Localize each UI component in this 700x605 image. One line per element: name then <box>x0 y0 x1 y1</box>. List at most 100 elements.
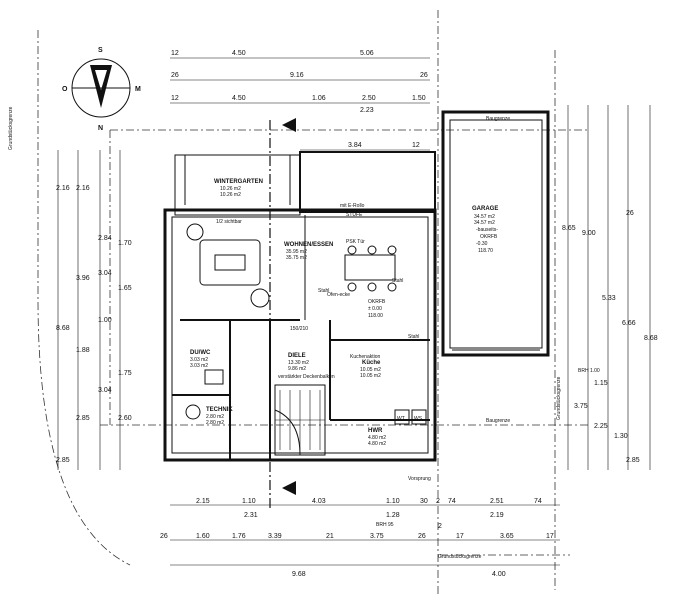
kueche-area-1: 10.05 m2 <box>360 367 381 373</box>
stahl-label-1: Stahl <box>408 334 419 340</box>
stahl-label-2: Stahl <box>392 278 403 284</box>
vorsprung-label: Vorsprung <box>408 476 431 482</box>
wohnen-name: WOHNEN/ESSEN <box>284 242 333 248</box>
ofen-box-label: 150/210 <box>290 326 308 332</box>
left-dim-12: 8.68 <box>56 325 70 332</box>
compass-south: S <box>98 47 103 54</box>
garage-nn: 118.70 <box>478 248 493 254</box>
left-dim-11: 2.85 <box>76 415 90 422</box>
top-dim-3-sub: 2.23 <box>360 107 374 114</box>
wohnen-area-1: 35.95 m2 <box>286 249 307 255</box>
bottom-dim-row2-4: 3.39 <box>268 533 282 540</box>
top-dim-1a: 12 <box>171 50 179 57</box>
hwr-area-2: 4.80 m2 <box>368 441 386 447</box>
dusche-area-2: 3.03 m2 <box>190 363 208 369</box>
compass-east: M <box>135 86 141 93</box>
staircase <box>274 384 326 456</box>
right-dim-11: 26 <box>626 210 634 217</box>
bottom-dim-4: 1.10 <box>386 498 400 505</box>
left-dim-6: 1.00 <box>98 317 112 324</box>
compass-west: O <box>62 86 68 93</box>
top-dim-2a: 26 <box>171 72 179 79</box>
wt-label: WT <box>397 416 405 422</box>
bottom-dim-row2-sub: 2 <box>438 523 442 530</box>
bottom-total-left: 9.68 <box>292 571 306 578</box>
bottom-dim-sub-1: 2.31 <box>244 512 258 519</box>
garage-level: -0.30 <box>476 241 488 247</box>
wintergarten-area-1: 10.26 m2 <box>220 186 241 192</box>
left-dim-3: 2.84 <box>98 235 112 242</box>
top-dim-3a: 12 <box>171 95 179 102</box>
bottom-dim-2: 1.10 <box>242 498 256 505</box>
nn-value: 118.00 <box>368 313 383 319</box>
bottom-dim-3: 4.03 <box>312 498 326 505</box>
bottom-dim-1: 2.15 <box>196 498 210 505</box>
wintergarten-note: 1/2 sichtbar <box>216 219 242 225</box>
bottom-dim-row2-10: 17 <box>546 533 554 540</box>
left-dim-9: 3.96 <box>76 275 90 282</box>
bottom-dim-row2-9: 3.65 <box>500 533 514 540</box>
garage-area-2: 34.57 m2 <box>474 220 495 226</box>
left-dimensions: 2.16 2.16 2.84 1.70 1.65 1.00 1.88 1.75 … <box>56 150 132 470</box>
dusche-area-1: 3.03 m2 <box>190 357 208 363</box>
bottom-dim-row2-6: 3.75 <box>370 533 384 540</box>
technik-area-1: 2.80 m2 <box>206 414 224 420</box>
bottom-dim-row2-8: 17 <box>456 533 464 540</box>
wohnen-area-2: 35.75 m2 <box>286 255 307 261</box>
right-dim-3: 5.33 <box>602 295 616 302</box>
left-dim-2: 2.16 <box>76 185 90 192</box>
bottom-dim-row2-2: 1.60 <box>196 533 210 540</box>
property-boundary-left <box>37 30 131 566</box>
right-dim-8: 1.30 <box>614 433 628 440</box>
top-dim-1b: 4.50 <box>232 50 246 57</box>
ofen-label: Ofen-ecke <box>327 292 350 298</box>
compass-north: N <box>98 125 103 132</box>
top-dim-2c: 26 <box>420 72 428 79</box>
left-dim-7: 1.88 <box>76 347 90 354</box>
top-dim-3b: 4.50 <box>232 95 246 102</box>
kueche-area-2: 10.05 m2 <box>360 373 381 379</box>
right-dim-9: 2.25 <box>594 423 608 430</box>
hwr-area-1: 4.80 m2 <box>368 435 386 441</box>
right-dim-1: 8.65 <box>562 225 576 232</box>
diele-name: DIELE <box>288 353 306 359</box>
top-dim-3d: 2.50 <box>362 95 376 102</box>
dusche-name: DU/WC <box>190 350 211 356</box>
bottom-dim-8: 2.51 <box>490 498 504 505</box>
rotated-labels: Grundstücksgrenze Grundstücksgrenze <box>8 106 562 420</box>
diele-area-2: 9.86 m2 <box>288 366 306 372</box>
wintergarten-name: WINTERGARTEN <box>214 179 263 185</box>
compass-rose: S N O M <box>62 47 141 132</box>
left-dim-1: 2.16 <box>56 185 70 192</box>
top-dim-4b: 12 <box>412 142 420 149</box>
bottom-dim-row2-3: 1.76 <box>232 533 246 540</box>
top-dim-4a: 3.84 <box>348 142 362 149</box>
garage-block: GARAGE 34.57 m2 34.57 m2 -bauseits- OKRF… <box>441 110 550 357</box>
right-dim-5: 8.68 <box>644 335 658 342</box>
grundstuecksgrenze-left: Grundstücksgrenze <box>8 106 14 150</box>
bottom-dimensions: 2.15 1.10 4.03 1.10 30 2 74 2.51 74 2.31… <box>160 498 560 578</box>
okrfb-label: OKRFB <box>368 299 386 305</box>
section-marker-top <box>269 118 296 510</box>
top-dim-2b: 9.16 <box>290 72 304 79</box>
right-dim-10: 2.85 <box>626 457 640 464</box>
bottom-dim-6: 2 <box>436 498 440 505</box>
right-dim-2: 9.00 <box>582 230 596 237</box>
garage-gate-note: BRH 1.00 <box>578 368 600 374</box>
stahl-label-3: Stahl <box>318 288 329 294</box>
bottom-brh-label: BRH 95 <box>376 522 394 528</box>
top-dim-1c: 5.06 <box>360 50 374 57</box>
technik-area-2: 2.80 m2 <box>206 420 224 426</box>
diele-area-1: 13.30 m2 <box>288 360 309 366</box>
room-labels: WINTERGARTEN 10.26 m2 10.26 m2 1/2 sicht… <box>190 179 386 447</box>
bottom-dim-sub-3: 2.19 <box>490 512 504 519</box>
left-dim-15: 2.85 <box>56 457 70 464</box>
left-dim-10: 2.60 <box>118 415 132 422</box>
hwr-name: HWR <box>368 428 383 434</box>
left-dim-5: 1.65 <box>118 285 132 292</box>
ws-label: WS <box>414 416 423 422</box>
bottom-dim-row2-1: 26 <box>160 533 168 540</box>
left-dim-8: 1.75 <box>118 370 132 377</box>
psk-label: PSK Tür <box>346 239 365 245</box>
left-dim-4: 1.70 <box>118 240 132 247</box>
